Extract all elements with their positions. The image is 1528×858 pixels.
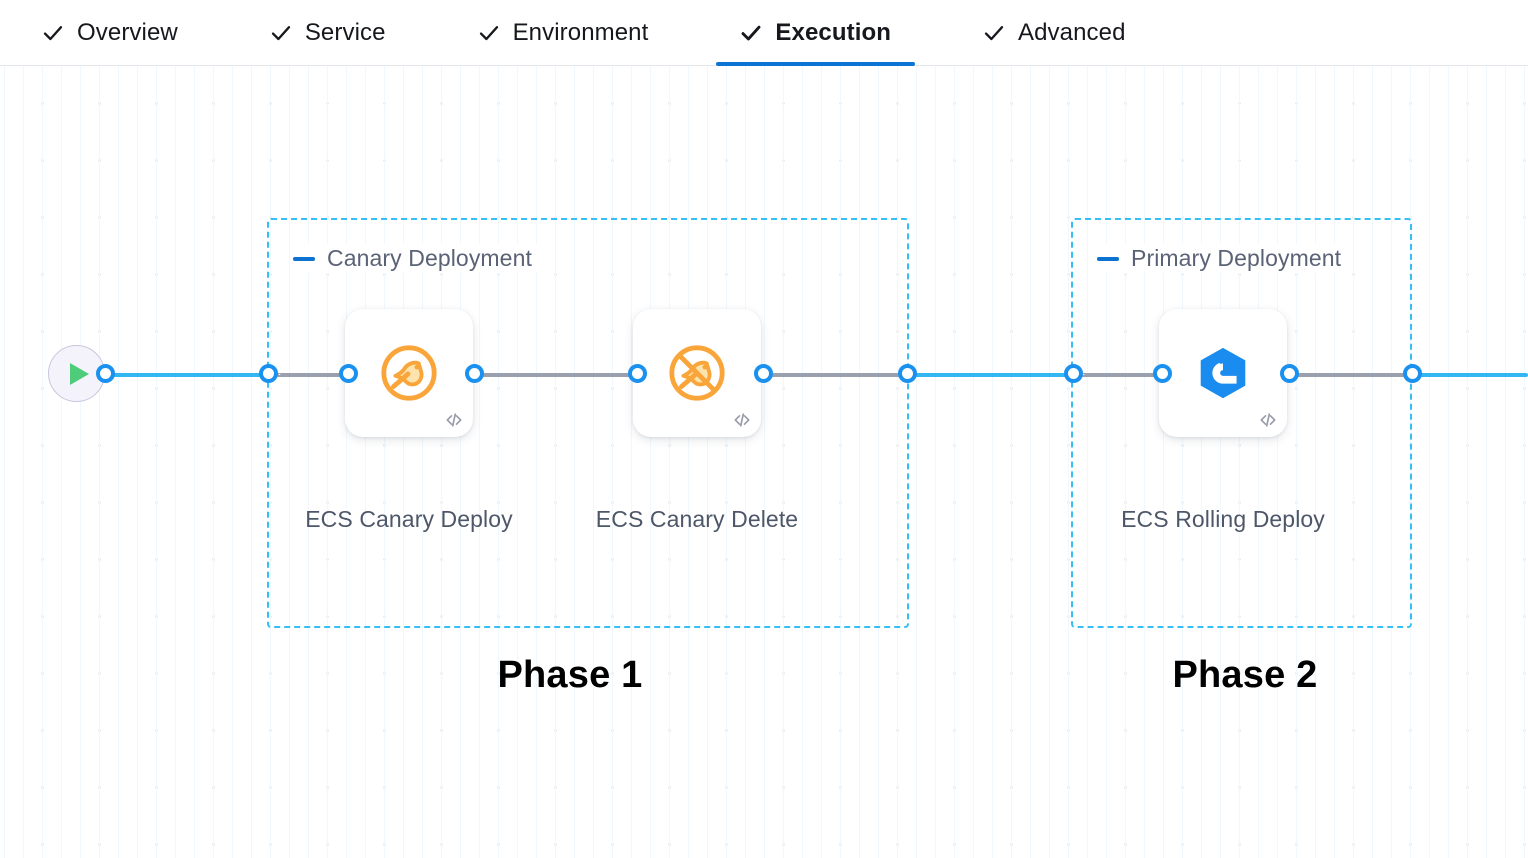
edge-rolling-out-to-primary-group-out <box>1292 373 1414 377</box>
code-icon <box>1260 413 1276 427</box>
ecs-rolling-hexagon-icon <box>1200 347 1246 399</box>
tab-environment[interactable]: Environment <box>476 0 651 66</box>
connector-dot-canary-group-in[interactable] <box>259 364 278 383</box>
node-ecs-rolling-deploy[interactable] <box>1159 309 1287 437</box>
tab-overview[interactable]: Overview <box>40 0 180 66</box>
group-title-primary-deployment: Primary Deployment <box>1131 245 1342 271</box>
edge-canary-group-to-primary-group <box>906 373 1076 377</box>
connector-dot-primary-group-in[interactable] <box>1064 364 1083 383</box>
node-ecs-canary-deploy[interactable] <box>345 309 473 437</box>
minus-icon[interactable] <box>1097 256 1119 261</box>
stage-group-primary-deployment[interactable]: Primary Deployment <box>1071 218 1412 628</box>
pipeline-start-node[interactable] <box>48 345 105 402</box>
tab-execution-label: Execution <box>775 18 891 46</box>
phase-caption-1: Phase 1 <box>497 654 643 696</box>
connector-dot-delete-out[interactable] <box>754 364 773 383</box>
check-icon <box>984 25 1004 40</box>
code-icon <box>734 413 750 427</box>
wizard-tab-bar: Overview Service Environment Execution A <box>0 0 1528 66</box>
group-header-primary-deployment[interactable]: Primary Deployment <box>1095 244 1349 273</box>
stage-group-canary-deployment[interactable]: Canary Deployment <box>267 218 909 628</box>
node-ecs-canary-delete[interactable] <box>633 309 761 437</box>
play-icon <box>70 362 89 385</box>
code-icon <box>446 413 462 427</box>
group-header-canary-deployment[interactable]: Canary Deployment <box>291 244 539 273</box>
tab-advanced[interactable]: Advanced <box>981 0 1128 66</box>
check-icon <box>479 25 498 40</box>
canary-bird-icon <box>381 345 437 401</box>
tab-execution[interactable]: Execution <box>716 0 915 66</box>
tab-advanced-label: Advanced <box>1018 18 1126 46</box>
check-icon <box>271 25 290 40</box>
tab-service-label: Service <box>304 18 386 46</box>
check-icon <box>741 25 761 40</box>
connector-dot-deploy-in[interactable] <box>339 364 358 383</box>
tab-service[interactable]: Service <box>268 0 388 66</box>
connector-dot-deploy-out[interactable] <box>465 364 484 383</box>
edge-deploy-out-to-delete-in <box>478 373 640 377</box>
edge-start-to-canary-group <box>100 373 270 377</box>
pipeline-canvas[interactable]: Canary Deployment Primary Deployment <box>0 66 1528 858</box>
edge-group-in-to-deploy-in <box>276 373 350 377</box>
edge-delete-out-to-group-out <box>766 373 910 377</box>
connector-dot-primary-group-out[interactable] <box>1403 364 1422 383</box>
connector-dot-delete-in[interactable] <box>628 364 647 383</box>
connector-dot-canary-group-out[interactable] <box>898 364 917 383</box>
connector-dot-rolling-in[interactable] <box>1153 364 1172 383</box>
edge-primary-group-out-to-end <box>1410 373 1528 377</box>
connector-dot-rolling-out[interactable] <box>1280 364 1299 383</box>
canary-bird-slash-icon <box>669 345 725 401</box>
check-icon <box>43 25 63 40</box>
group-title-canary-deployment: Canary Deployment <box>327 245 532 271</box>
tab-environment-label: Environment <box>512 18 649 46</box>
phase-caption-2: Phase 2 <box>1172 654 1318 696</box>
connector-dot-start-out[interactable] <box>96 364 115 383</box>
tab-overview-label: Overview <box>77 18 178 46</box>
edge-primary-group-in-to-rolling-in <box>1080 373 1165 377</box>
minus-icon[interactable] <box>293 256 315 261</box>
